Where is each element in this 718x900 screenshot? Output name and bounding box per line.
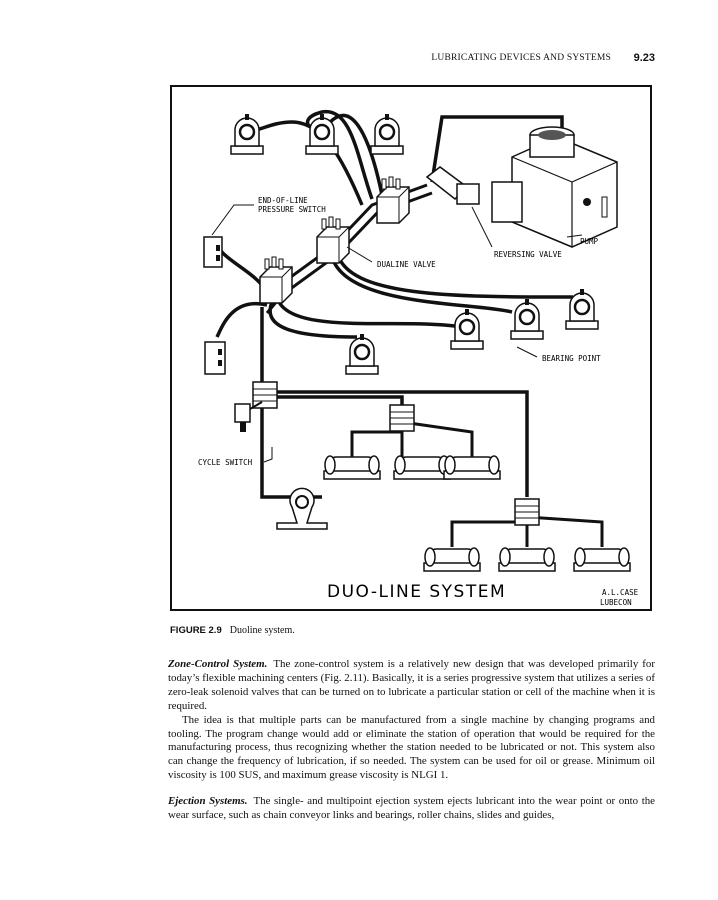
bearing-mid-right-icon: [566, 289, 598, 329]
dualine-valve-1-icon: [377, 177, 409, 223]
zone-control-section: Zone-Control System.The zone-control sys…: [168, 658, 655, 783]
dualine-valve-3-icon: [260, 257, 292, 303]
system-title: DUO-LINE SYSTEM: [327, 582, 506, 602]
divider-block-1-icon: [390, 405, 414, 431]
label-pump: PUMP: [580, 237, 599, 246]
ejection-paragraph-1: Ejection Systems.The single- and multipo…: [168, 795, 655, 823]
roller-bearing-2-icon: [394, 456, 450, 479]
bearing-lower-icon: [346, 334, 378, 374]
figure-caption: FIGURE 2.9 Duoline system.: [170, 625, 295, 636]
caption-label: FIGURE 2.9: [170, 625, 222, 636]
label-cycle-switch: CYCLE SWITCH: [198, 458, 253, 467]
label-dualine-valve: DUALINE VALVE: [377, 260, 436, 269]
figure-duoline-system: END-OF-LINE PRESSURE SWITCH PUMP REVERSI…: [170, 85, 652, 611]
duoline-diagram: END-OF-LINE PRESSURE SWITCH PUMP REVERSI…: [172, 87, 650, 609]
pump-unit-icon: [492, 127, 617, 247]
credit-line-1: A.L.CASE: [602, 588, 639, 597]
divider-lines: [352, 422, 602, 547]
label-reversing-valve: REVERSING VALVE: [494, 250, 562, 259]
label-end-of-line-2: PRESSURE SWITCH: [258, 205, 326, 214]
pressure-switch-lower-icon: [205, 342, 225, 374]
pedestal-bearing-icon: [277, 488, 327, 529]
zone-control-paragraph-1: Zone-Control System.The zone-control sys…: [168, 658, 655, 714]
label-bearing-point: BEARING POINT: [542, 354, 601, 363]
page-header: LUBRICATING DEVICES AND SYSTEMS 9.23: [168, 53, 655, 67]
page-number: 9.23: [634, 52, 655, 64]
zone-control-heading: Zone-Control System.: [168, 658, 267, 670]
credit-line-2: LUBECON: [600, 598, 632, 607]
roller-bearing-1-icon: [324, 456, 380, 479]
ejection-section: Ejection Systems.The single- and multipo…: [168, 795, 655, 823]
running-title: LUBRICATING DEVICES AND SYSTEMS: [431, 53, 611, 63]
ejection-heading: Ejection Systems.: [168, 795, 248, 807]
roller-bearing-4-icon: [424, 548, 480, 571]
pressure-switch-upper-icon: [204, 237, 222, 267]
roller-bearing-6-icon: [574, 548, 630, 571]
bearing-mid-center-icon: [511, 299, 543, 339]
label-end-of-line-1: END-OF-LINE: [258, 196, 308, 205]
dualine-valve-2-icon: [317, 217, 349, 263]
caption-text: Duoline system.: [230, 625, 295, 636]
reversing-valve-icon: [427, 167, 479, 204]
bearing-top-right-icon: [371, 114, 403, 154]
zone-control-paragraph-2: The idea is that multiple parts can be m…: [168, 714, 655, 784]
roller-bearing-3-icon: [444, 456, 500, 479]
divider-block-2-icon: [515, 499, 539, 525]
bearing-mid-left-icon: [451, 309, 483, 349]
roller-bearing-5-icon: [499, 548, 555, 571]
bearing-top-left-icon: [231, 114, 263, 154]
